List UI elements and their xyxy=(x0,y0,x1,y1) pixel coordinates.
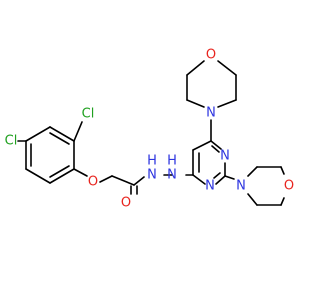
bond xyxy=(210,140,222,150)
bond xyxy=(133,176,145,186)
atom-n-hydrazide-1: N xyxy=(147,168,157,183)
bond xyxy=(186,60,205,76)
bond xyxy=(217,99,237,108)
bond xyxy=(280,197,285,206)
atom-h-hydrazide-2: H xyxy=(167,154,177,169)
bond xyxy=(73,168,88,177)
bond xyxy=(111,175,135,186)
bond xyxy=(49,168,75,184)
atom-n-morpholine-top: N xyxy=(206,106,216,121)
structure-canvas: Cl Cl O O N H N H N N N O N O xyxy=(5,48,294,211)
bond xyxy=(49,132,70,145)
bond xyxy=(25,126,51,142)
bond xyxy=(215,175,226,185)
atom-h-hydrazide-1: H xyxy=(147,154,157,169)
bonds xyxy=(17,60,285,206)
bond xyxy=(247,166,258,177)
atom-cl-para: Cl xyxy=(5,134,18,149)
bond xyxy=(99,175,113,183)
bond xyxy=(213,172,221,179)
bond xyxy=(280,166,285,175)
atom-o-morpholine-top: O xyxy=(206,48,216,63)
bond xyxy=(192,140,212,151)
atom-n-pyrimidine-3: N xyxy=(205,179,215,194)
atom-o-carbonyl: O xyxy=(121,196,131,211)
bond xyxy=(211,145,220,153)
bond xyxy=(224,175,235,180)
bond xyxy=(192,174,206,185)
atom-n-pyrimidine-1: N xyxy=(220,149,230,164)
atom-cl-ortho: Cl xyxy=(82,107,95,122)
atom-o-ether: O xyxy=(88,175,98,190)
atom-labels: Cl Cl O O N H N H N N N O N O xyxy=(5,48,294,211)
molecule-structure: Cl Cl O O N H N H N N N O N O xyxy=(5,48,294,211)
atom-n-hydrazide-2: N xyxy=(167,168,177,183)
bond xyxy=(247,193,258,206)
bond xyxy=(49,126,75,142)
atom-n-morpholine-bottom: N xyxy=(236,179,246,194)
bond xyxy=(49,165,70,178)
bond xyxy=(25,168,51,184)
atom-o-morpholine-bottom: O xyxy=(284,179,294,194)
bond xyxy=(186,99,205,108)
bond xyxy=(73,121,83,142)
bond xyxy=(217,60,237,76)
